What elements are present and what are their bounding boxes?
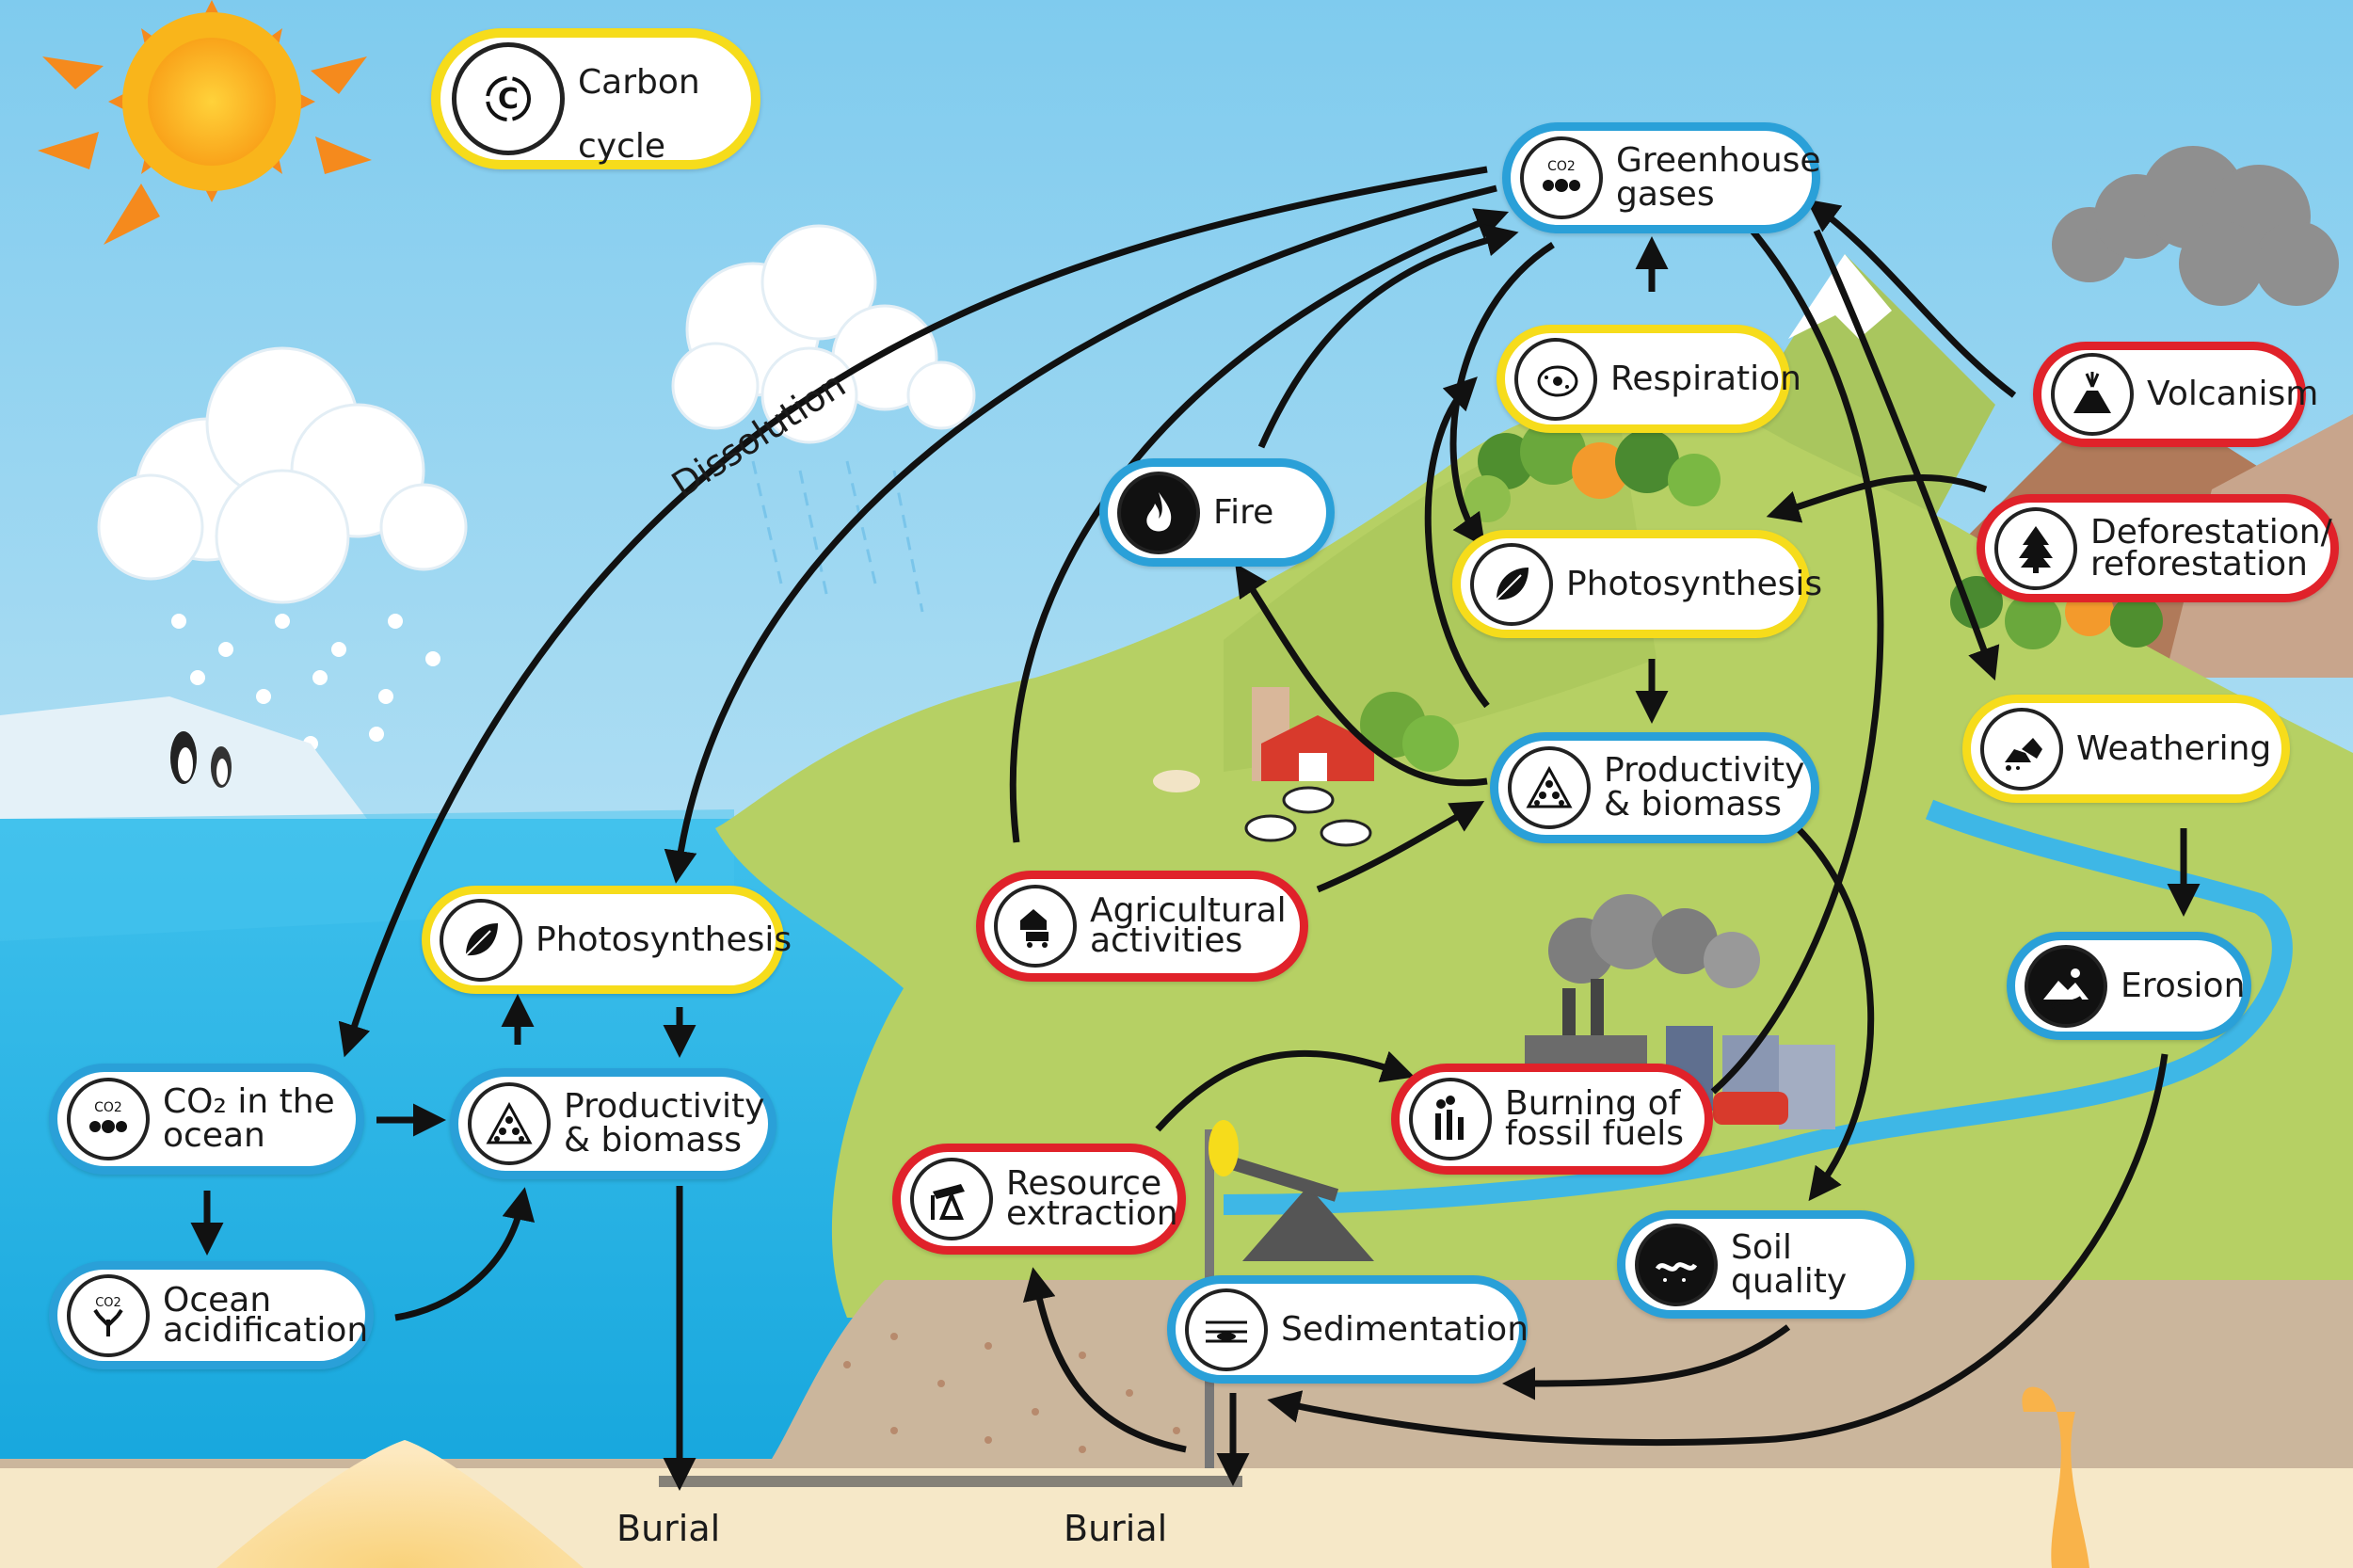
magma	[216, 1440, 584, 1568]
productivity-land-label: Productivity & biomass	[1604, 751, 1805, 824]
svg-text:CO2: CO2	[94, 1100, 122, 1115]
co2-ocean-label: CO₂ in the ocean	[163, 1082, 335, 1155]
node-sedimentation[interactable]: Sedimentation	[1167, 1275, 1529, 1384]
node-photosynthesis-ocean[interactable]: Photosynthesis	[422, 886, 792, 994]
svg-text:CO2: CO2	[95, 1296, 121, 1310]
volcanism-label: Volcanism	[2147, 375, 2319, 413]
rain	[751, 460, 924, 613]
node-volcanism[interactable]: Volcanism	[2033, 342, 2318, 447]
coral-icon: CO2	[67, 1273, 150, 1357]
sediment-layers-icon	[1185, 1288, 1268, 1371]
sun-icon	[38, 0, 372, 245]
fossil-fuels-label: Burning of fossil fuels	[1505, 1084, 1685, 1153]
ocean-acidification-label: Ocean acidification	[163, 1280, 369, 1350]
flow-arrows	[190, 166, 2201, 1491]
oil-pump-icon	[910, 1158, 993, 1240]
node-deforestation[interactable]: Deforestation/ reforestation	[1977, 494, 2339, 602]
photosynthesis-ocean-label: Photosynthesis	[536, 920, 792, 959]
cell-icon	[1514, 337, 1597, 421]
title-line2: cycle	[578, 127, 666, 166]
farm-icon	[994, 885, 1077, 968]
node-productivity-land[interactable]: Productivity & biomass	[1490, 732, 1819, 843]
node-soil-quality[interactable]: Soil quality	[1617, 1210, 1914, 1319]
node-erosion[interactable]: Erosion	[2007, 932, 2251, 1040]
deforestation-label: Deforestation/ reforestation	[2090, 512, 2332, 584]
erosion-label: Erosion	[2121, 966, 2246, 1005]
node-agricultural[interactable]: Agricultural activities	[976, 871, 1308, 982]
carbon-cycle-title: C Carbon cycle	[431, 28, 760, 169]
soil-quality-label: Soil quality	[1731, 1227, 1848, 1301]
node-co2-ocean[interactable]: CO2 CO₂ in the ocean	[49, 1064, 364, 1175]
agricultural-label: Agricultural activities	[1090, 891, 1287, 960]
title-line1: Carbon	[578, 63, 700, 102]
cloud-left	[97, 346, 468, 604]
fire-label: Fire	[1213, 492, 1274, 532]
respiration-label: Respiration	[1610, 359, 1801, 398]
land	[715, 397, 2353, 1318]
leaf-icon	[440, 898, 522, 982]
factory-icon	[1409, 1078, 1492, 1160]
node-photosynthesis-land[interactable]: Photosynthesis	[1452, 530, 1822, 638]
soil-worm-icon	[1635, 1223, 1718, 1306]
photosynthesis-land-label: Photosynthesis	[1566, 564, 1823, 603]
biomass-pyramid-icon	[468, 1082, 551, 1165]
flame-icon	[1117, 471, 1200, 554]
penguins	[170, 731, 232, 788]
farm	[1153, 687, 1459, 847]
weathering-label: Weathering	[2076, 728, 2272, 768]
resource-extraction-label: Resource extraction	[1006, 1164, 1178, 1233]
biomass-pyramid-icon	[1508, 746, 1591, 829]
svg-text:CO2: CO2	[1547, 159, 1576, 174]
carbon-cycle-icon: C	[452, 42, 565, 155]
node-fire[interactable]: Fire	[1099, 458, 1335, 567]
node-ocean-acidification[interactable]: CO2 Ocean acidification	[49, 1261, 374, 1369]
co2-molecule-icon: CO2	[1520, 136, 1603, 219]
productivity-ocean-label: Productivity & biomass	[564, 1087, 765, 1160]
node-fossil-fuels[interactable]: Burning of fossil fuels	[1391, 1064, 1713, 1175]
node-resource-extraction[interactable]: Resource extraction	[892, 1144, 1186, 1255]
mountain-icon	[2025, 944, 2107, 1028]
co2-molecule-icon: CO2	[67, 1078, 150, 1160]
svg-text:C: C	[498, 83, 519, 116]
node-productivity-ocean[interactable]: Productivity & biomass	[450, 1068, 776, 1179]
node-weathering[interactable]: Weathering	[1962, 695, 2290, 803]
river	[1223, 799, 2293, 1215]
rocks-icon	[1980, 707, 2063, 791]
burial-label-right: Burial	[1064, 1508, 1168, 1549]
greenhouse-gases-label: Greenhouse gases	[1616, 141, 1821, 214]
leaf-icon	[1470, 542, 1553, 626]
node-respiration[interactable]: Respiration	[1497, 325, 1801, 433]
factory	[1525, 894, 1835, 1129]
volcano-smoke	[2052, 146, 2339, 306]
burial-label-left: Burial	[616, 1508, 721, 1549]
tree-icon	[1994, 506, 2077, 590]
hydrothermal-vent	[2022, 1386, 2089, 1568]
volcano-icon	[2051, 353, 2134, 436]
sedimentation-label: Sedimentation	[1281, 1309, 1529, 1349]
node-greenhouse-gases[interactable]: CO2 Greenhouse gases	[1502, 122, 1821, 233]
